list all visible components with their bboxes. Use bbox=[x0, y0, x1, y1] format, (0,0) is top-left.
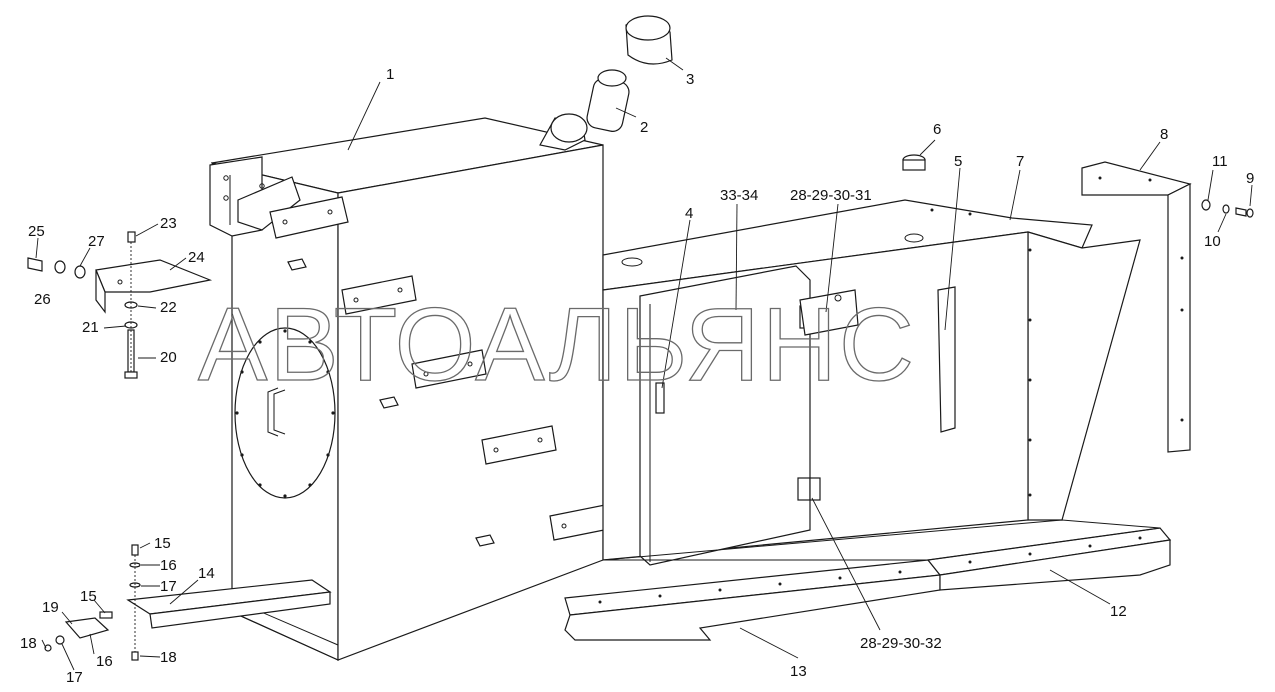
rear-side-panel bbox=[1027, 231, 1141, 521]
callout-20: 20 bbox=[160, 349, 177, 366]
filler-cap-3 bbox=[625, 15, 673, 65]
door-33-34 bbox=[639, 265, 859, 566]
callout-19: 19 bbox=[42, 599, 59, 616]
callout-23: 23 bbox=[160, 215, 177, 232]
callout-21: 21 bbox=[82, 319, 99, 336]
watermark: АВТОАЛЬЯНС bbox=[198, 287, 916, 403]
step-platform-13 bbox=[564, 559, 942, 641]
door-latch bbox=[655, 382, 665, 414]
bracket-8 bbox=[1081, 161, 1192, 453]
callout-3: 3 bbox=[686, 71, 694, 88]
callout-1: 1 bbox=[386, 66, 394, 83]
bracket-19-set bbox=[44, 544, 141, 661]
callout-4: 4 bbox=[685, 205, 693, 222]
plug-6 bbox=[902, 154, 926, 171]
callout-16-lower: 16 bbox=[96, 653, 113, 670]
callout-13: 13 bbox=[790, 663, 807, 680]
fasteners-9-10-11 bbox=[1201, 199, 1254, 218]
callout-15-upper: 15 bbox=[154, 535, 171, 552]
clips bbox=[287, 258, 495, 547]
callout-18-lower: 18 bbox=[160, 649, 177, 666]
cover-handle bbox=[267, 387, 279, 437]
callout-24: 24 bbox=[188, 249, 205, 266]
callout-14: 14 bbox=[198, 565, 215, 582]
callout-17-lower: 17 bbox=[66, 669, 83, 686]
callout-8: 8 bbox=[1160, 126, 1168, 143]
callout-5: 5 bbox=[954, 153, 962, 170]
callout-7: 7 bbox=[1016, 153, 1024, 170]
step-platform-12 bbox=[926, 527, 1172, 591]
callout-22: 22 bbox=[160, 299, 177, 316]
callout-12: 12 bbox=[1110, 603, 1127, 620]
callout-10: 10 bbox=[1204, 233, 1221, 250]
callout-27: 27 bbox=[88, 233, 105, 250]
callout-11: 11 bbox=[1212, 153, 1228, 170]
bracket-24-set bbox=[27, 231, 213, 379]
callout-15-lower: 15 bbox=[80, 588, 97, 605]
callout-17-upper: 17 bbox=[160, 578, 177, 595]
cover-bolts bbox=[235, 329, 335, 498]
hinge-lower bbox=[797, 477, 821, 501]
filter-strainer-2 bbox=[586, 69, 630, 132]
callout-2: 2 bbox=[640, 119, 648, 136]
tank-inspection-cover bbox=[234, 327, 336, 499]
callout-18-left: 18 bbox=[20, 635, 37, 652]
callout-25: 25 bbox=[28, 223, 45, 240]
tank-assembly bbox=[209, 113, 625, 661]
callout-26: 26 bbox=[34, 291, 51, 308]
callout-16-upper: 16 bbox=[160, 557, 177, 574]
leader-lines bbox=[35, 57, 1253, 671]
callout-labels: 1 2 3 4 33-34 28-29-30-31 5 6 7 8 9 11 1… bbox=[20, 66, 1254, 686]
callout-9: 9 bbox=[1246, 170, 1254, 187]
callout-6: 6 bbox=[933, 121, 941, 138]
rail-14 bbox=[126, 579, 332, 629]
callout-33-34: 33-34 bbox=[720, 187, 758, 204]
callout-28-29-30-31: 28-29-30-31 bbox=[790, 187, 872, 204]
strap-5 bbox=[937, 286, 956, 433]
callout-28-29-30-32: 28-29-30-32 bbox=[860, 635, 942, 652]
door-panel bbox=[639, 265, 811, 566]
